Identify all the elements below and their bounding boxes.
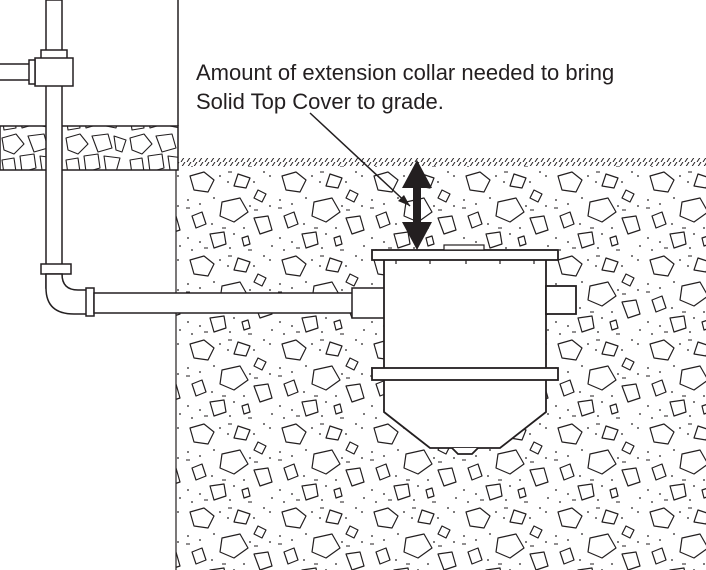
callout-leader-line xyxy=(309,112,411,207)
concrete-slab xyxy=(0,125,179,171)
grade-line xyxy=(176,158,706,166)
inlet-pipe xyxy=(45,273,387,319)
grease-interceptor-basin xyxy=(371,249,577,455)
tee-fitting xyxy=(0,57,74,87)
callout-text: Amount of extension collar needed to bri… xyxy=(196,58,696,116)
double-headed-vertical-arrow-icon xyxy=(402,160,432,250)
solid-top-cover-detail xyxy=(443,244,485,251)
callout-line-2: Solid Top Cover to grade. xyxy=(196,89,444,114)
callout-line-1: Amount of extension collar needed to bri… xyxy=(196,60,615,85)
